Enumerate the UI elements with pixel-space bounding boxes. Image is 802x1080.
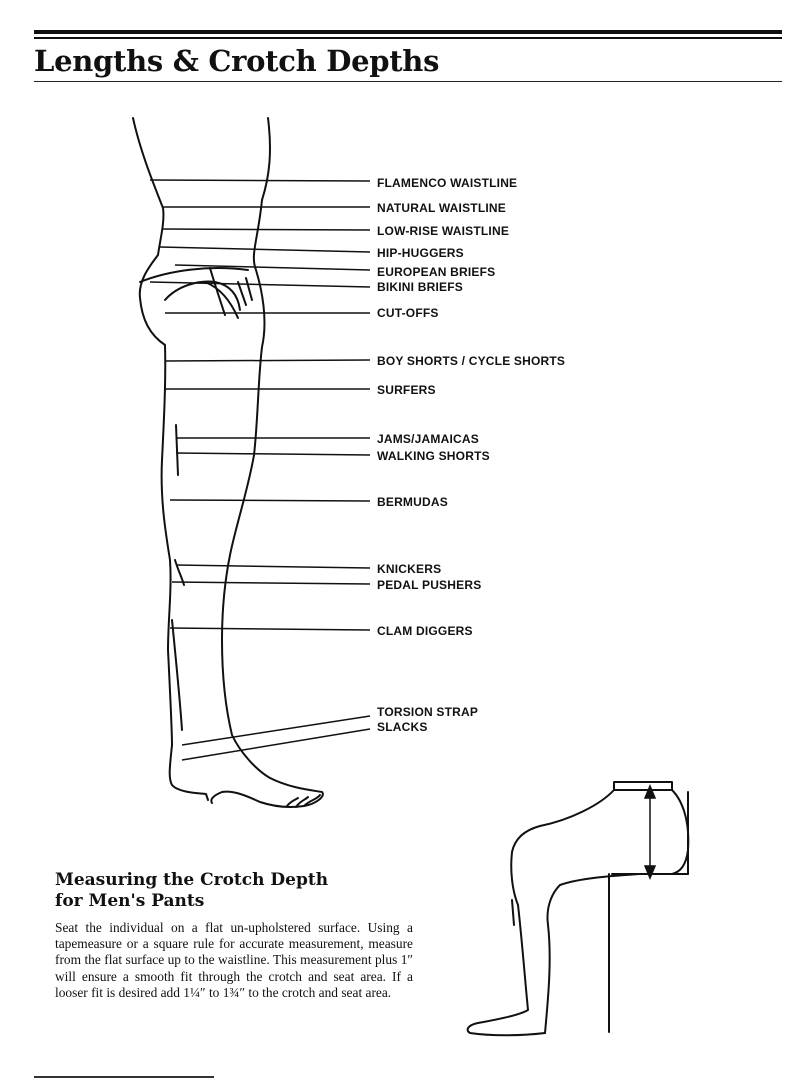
line-bikini [149,281,371,288]
seated-crease [511,899,515,926]
header-rule-thin [34,37,782,39]
line-walking [175,452,371,456]
toe-2 [295,796,309,808]
toe-3 [286,797,299,807]
leg-outline-back [132,117,209,801]
label-boy-shorts: BOY SHORTS / CYCLE SHORTS [377,354,566,368]
line-pedal [171,581,371,585]
shin-detail [171,619,183,731]
line-boyshorts [164,359,371,362]
section-body-text: Seat the individual on a flat un-upholst… [55,920,413,1000]
label-natural-waistline: NATURAL WAISTLINE [377,201,506,215]
line-torsion [181,715,371,746]
page-title: Lengths & Crotch Depths [34,44,440,78]
title-underline [34,81,782,82]
label-knickers: KNICKERS [377,562,442,576]
section-heading: Measuring the Crotch Depth for Men's Pan… [55,870,375,912]
line-flamenco [149,179,371,182]
line-hiphuggers [159,246,371,253]
label-pedal-pushers: PEDAL PUSHERS [377,578,482,592]
footer-rule [34,1076,214,1078]
label-european-briefs: EUROPEAN BRIEFS [377,265,496,279]
toe-1 [303,794,321,807]
line-european [174,264,371,271]
label-flamenco-waistline: FLAMENCO WAISTLINE [377,176,518,190]
label-torsion-strap: TORSION STRAP [377,705,479,719]
section-heading-line-2: for Men's Pants [55,891,205,911]
label-low-rise-waistline: LOW-RISE WAISTLINE [377,224,510,238]
label-bermudas: BERMUDAS [377,495,448,509]
line-lowrise [161,228,371,231]
line-knickers [175,564,371,569]
briefs-front [209,267,226,316]
seated-back [671,789,690,875]
calf-detail [174,559,185,586]
seated-thigh-top [511,789,615,853]
seated-knee [510,851,519,906]
label-hip-huggers: HIP-HUGGERS [377,246,464,260]
briefs-leg-opening [164,280,241,311]
leg-outline-front [210,117,324,808]
seated-shin-back [466,904,546,1037]
briefs-strap-1 [237,281,247,306]
seated-shin-front [544,873,641,1034]
label-jams: JAMS/JAMAICAS [377,432,479,446]
line-slacks [181,728,371,761]
label-clam-diggers: CLAM DIGGERS [377,624,473,638]
label-cut-offs: CUT-OFFS [377,306,439,320]
seated-figure-illustration [466,781,690,1037]
knee-crease [175,424,179,476]
label-bikini-briefs: BIKINI BRIEFS [377,280,463,294]
header-rule-thick [34,30,782,34]
label-surfers: SURFERS [377,383,436,397]
line-clam [169,627,371,631]
trouser-waist [613,781,673,791]
crotch-depth-arrow [643,784,657,880]
section-heading-line-1: Measuring the Crotch Depth [55,870,329,890]
label-slacks: SLACKS [377,720,428,734]
briefs-waist [139,267,249,283]
line-bermudas [169,499,371,502]
briefs-strap-2 [245,277,253,301]
label-walking-shorts: WALKING SHORTS [377,449,490,463]
